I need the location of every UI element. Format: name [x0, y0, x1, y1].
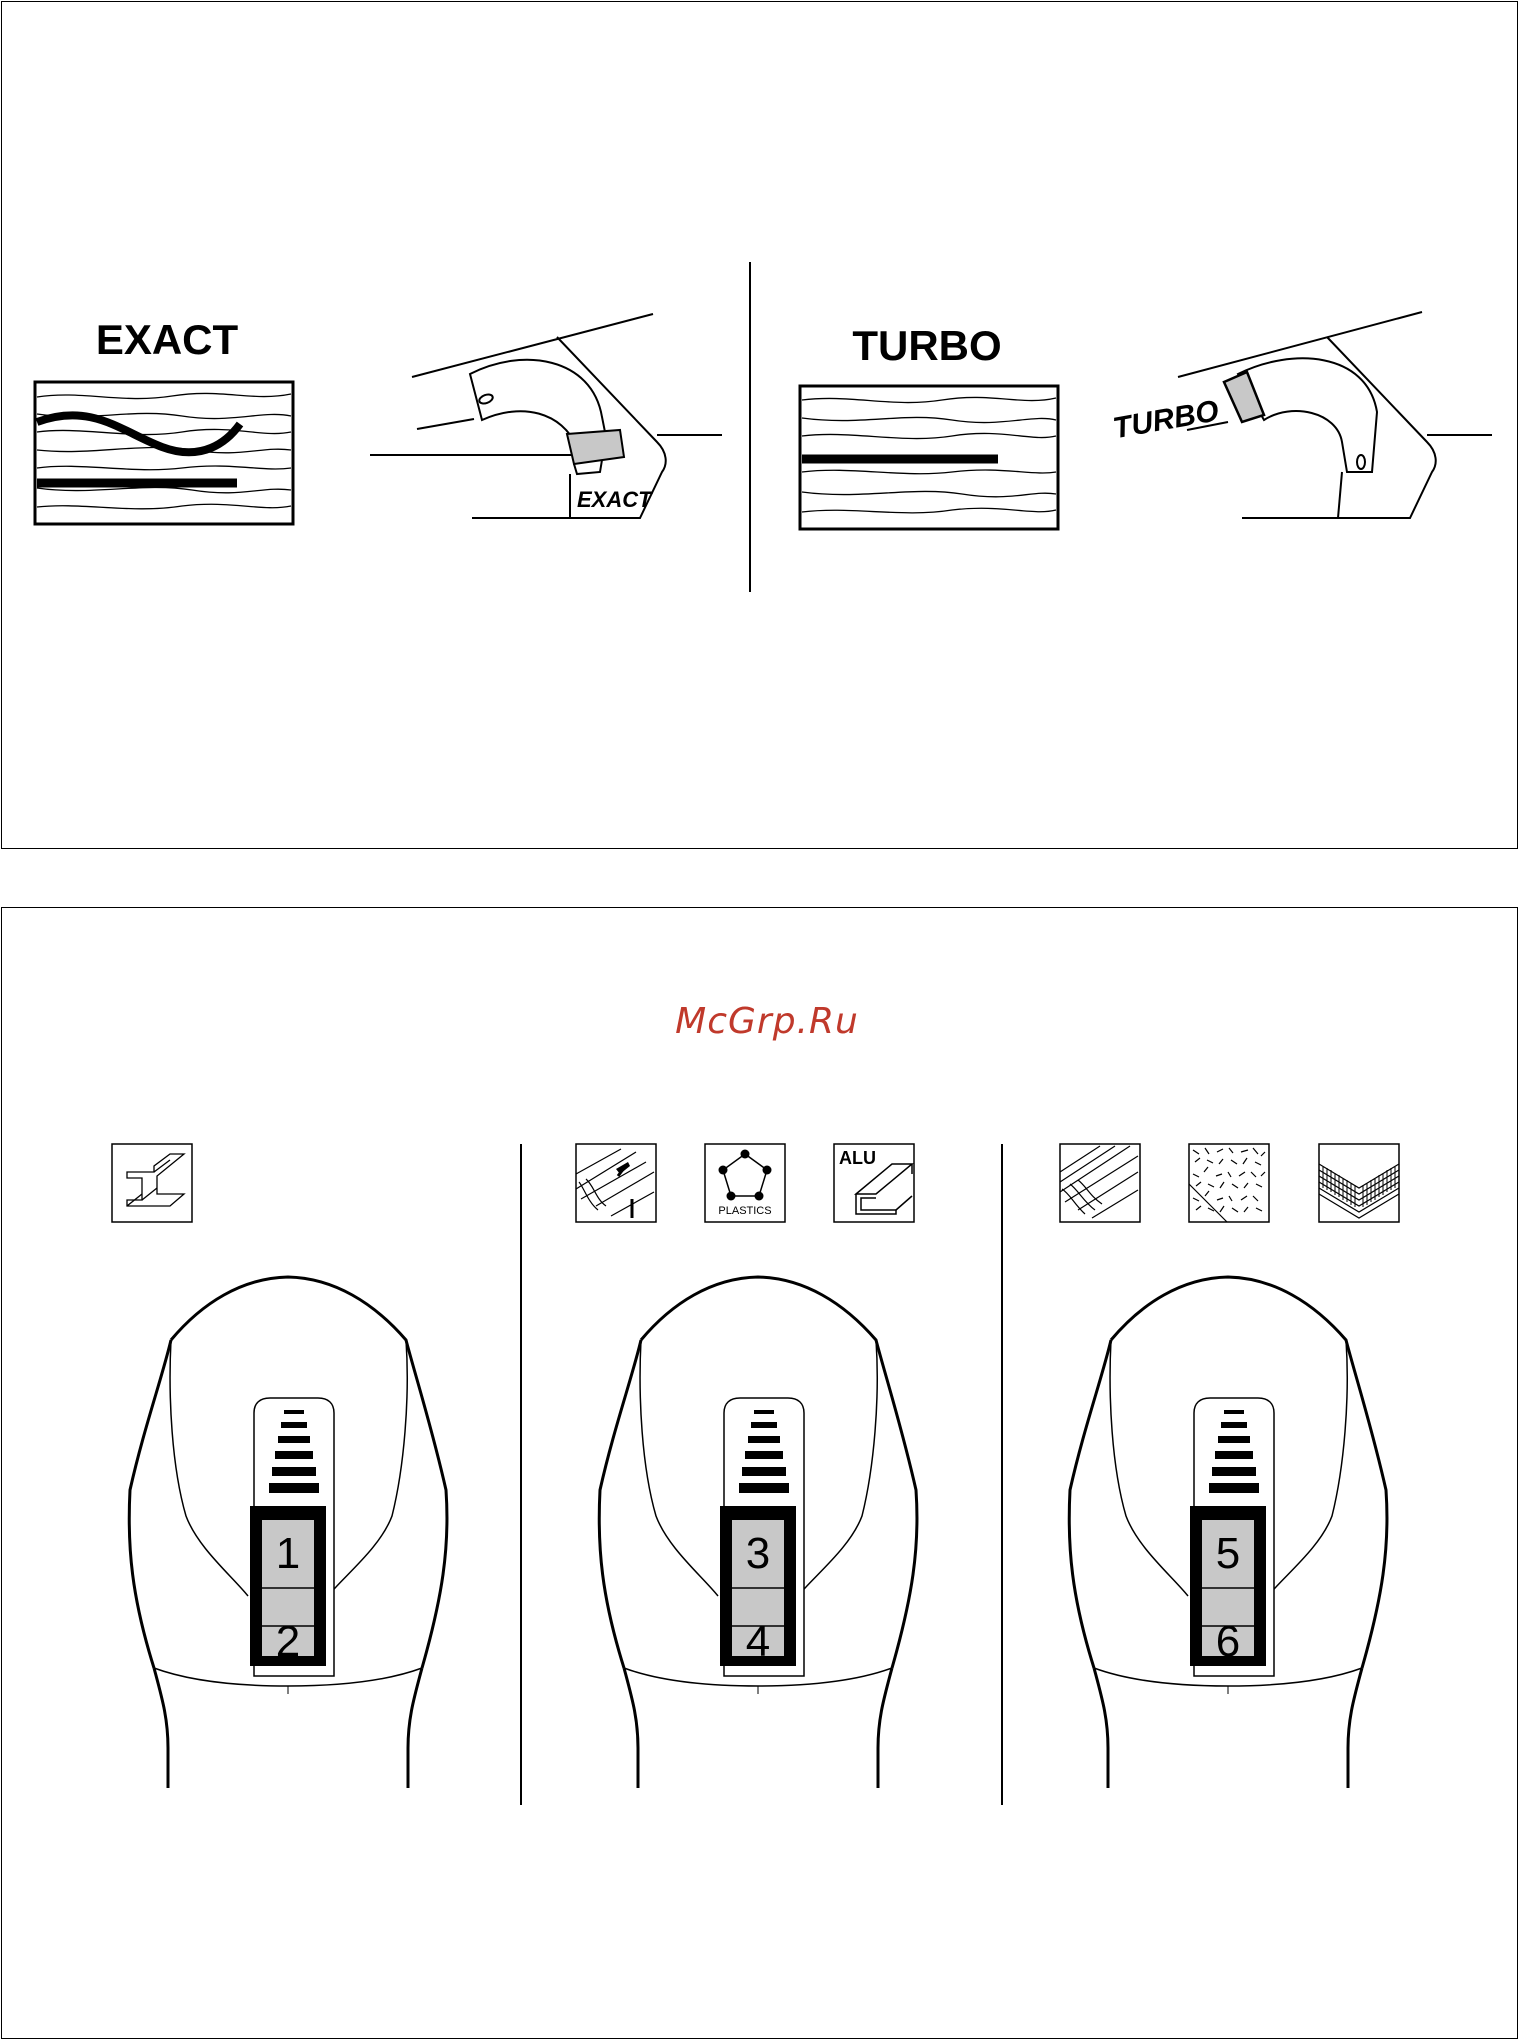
aluminium-icon: ALU	[834, 1144, 914, 1222]
speed-dial-1: 1 2	[129, 1277, 447, 1788]
steel-beam-icon	[112, 1144, 192, 1222]
speed-dial-2: 3 4	[599, 1277, 917, 1788]
chipboard-icon	[1189, 1144, 1269, 1222]
dial-2-bottom-number: 4	[746, 1617, 770, 1666]
watermark: McGrp.Ru	[675, 1001, 859, 1042]
dial-3-bottom-number: 6	[1216, 1617, 1240, 1666]
dial-1-bottom-number: 2	[276, 1617, 300, 1666]
plywood-icon	[1319, 1144, 1399, 1222]
mode-panel: EXACT	[1, 1, 1518, 849]
turbo-wood-block	[800, 386, 1058, 529]
speed-dial-3: 5 6	[1069, 1277, 1387, 1788]
turbo-title: TURBO	[852, 322, 1001, 369]
turbo-saw-head	[1178, 312, 1492, 518]
exact-title: EXACT	[96, 316, 239, 363]
exact-saw-head	[370, 314, 722, 518]
softwood-icon	[1060, 1144, 1140, 1222]
mode-diagram: EXACT	[2, 2, 1519, 850]
exact-switch-label: EXACT	[577, 487, 653, 512]
speed-diagram: McGrp.Ru	[2, 908, 1519, 2040]
exact-wood-block	[35, 382, 293, 524]
dial-1-top-number: 1	[276, 1529, 300, 1578]
plastics-label: PLASTICS	[718, 1205, 771, 1217]
dial-3-top-number: 5	[1216, 1529, 1240, 1578]
turbo-switch-label: TURBO	[1111, 394, 1222, 445]
dial-2-top-number: 3	[746, 1529, 770, 1578]
plastics-icon: PLASTICS	[705, 1144, 785, 1222]
speed-panel: McGrp.Ru	[1, 907, 1518, 2039]
hardwood-icon	[576, 1144, 656, 1222]
alu-label: ALU	[839, 1148, 876, 1168]
